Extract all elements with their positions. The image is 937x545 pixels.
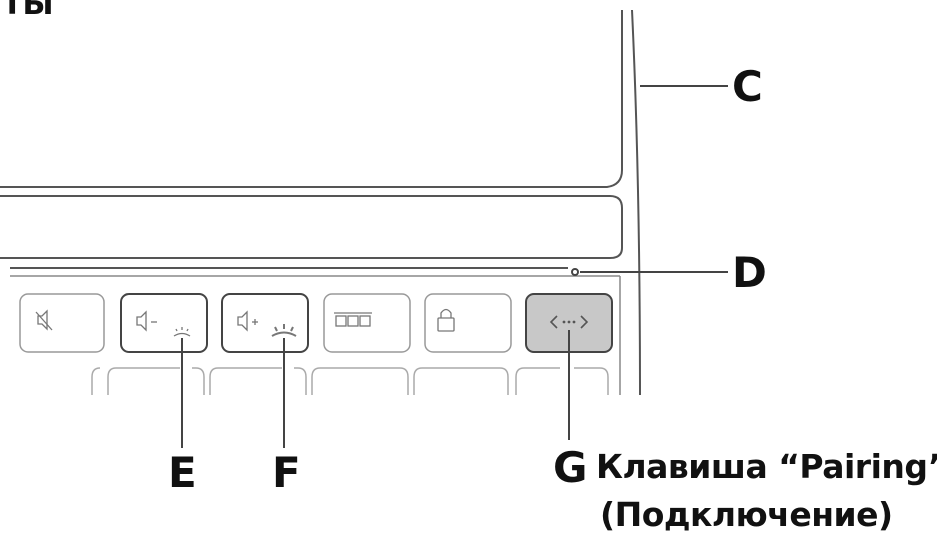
tablet-bottom-panel [0,195,623,259]
callout-c: C [732,62,763,111]
tablet-edge [0,10,623,188]
lock-key [424,293,512,353]
speaker-minus-icon [136,310,191,337]
padlock-icon [437,308,455,332]
volume-up-key [221,293,309,353]
speaker-plus-icon [237,310,297,337]
pairing-arrows-icon [549,315,589,329]
pairing-caption-line1: Клавиша “Pairing” [596,447,937,486]
mute-key [19,293,105,353]
callout-f: F [272,448,301,497]
tablet-side-curve [631,9,641,396]
speaker-mute-icon [35,309,53,331]
second-key-row [91,367,609,395]
pairing-caption-line2: (Подключение) [600,495,893,534]
app-switch-key [323,293,411,353]
callout-d: D [732,248,767,297]
callout-g: G [553,443,588,492]
volume-down-key [120,293,208,353]
led-indicator [571,268,579,276]
three-windows-icon [334,312,372,327]
header-fragment: ТЫ [2,0,54,22]
function-key-row [19,293,613,353]
callout-e: E [168,448,197,497]
